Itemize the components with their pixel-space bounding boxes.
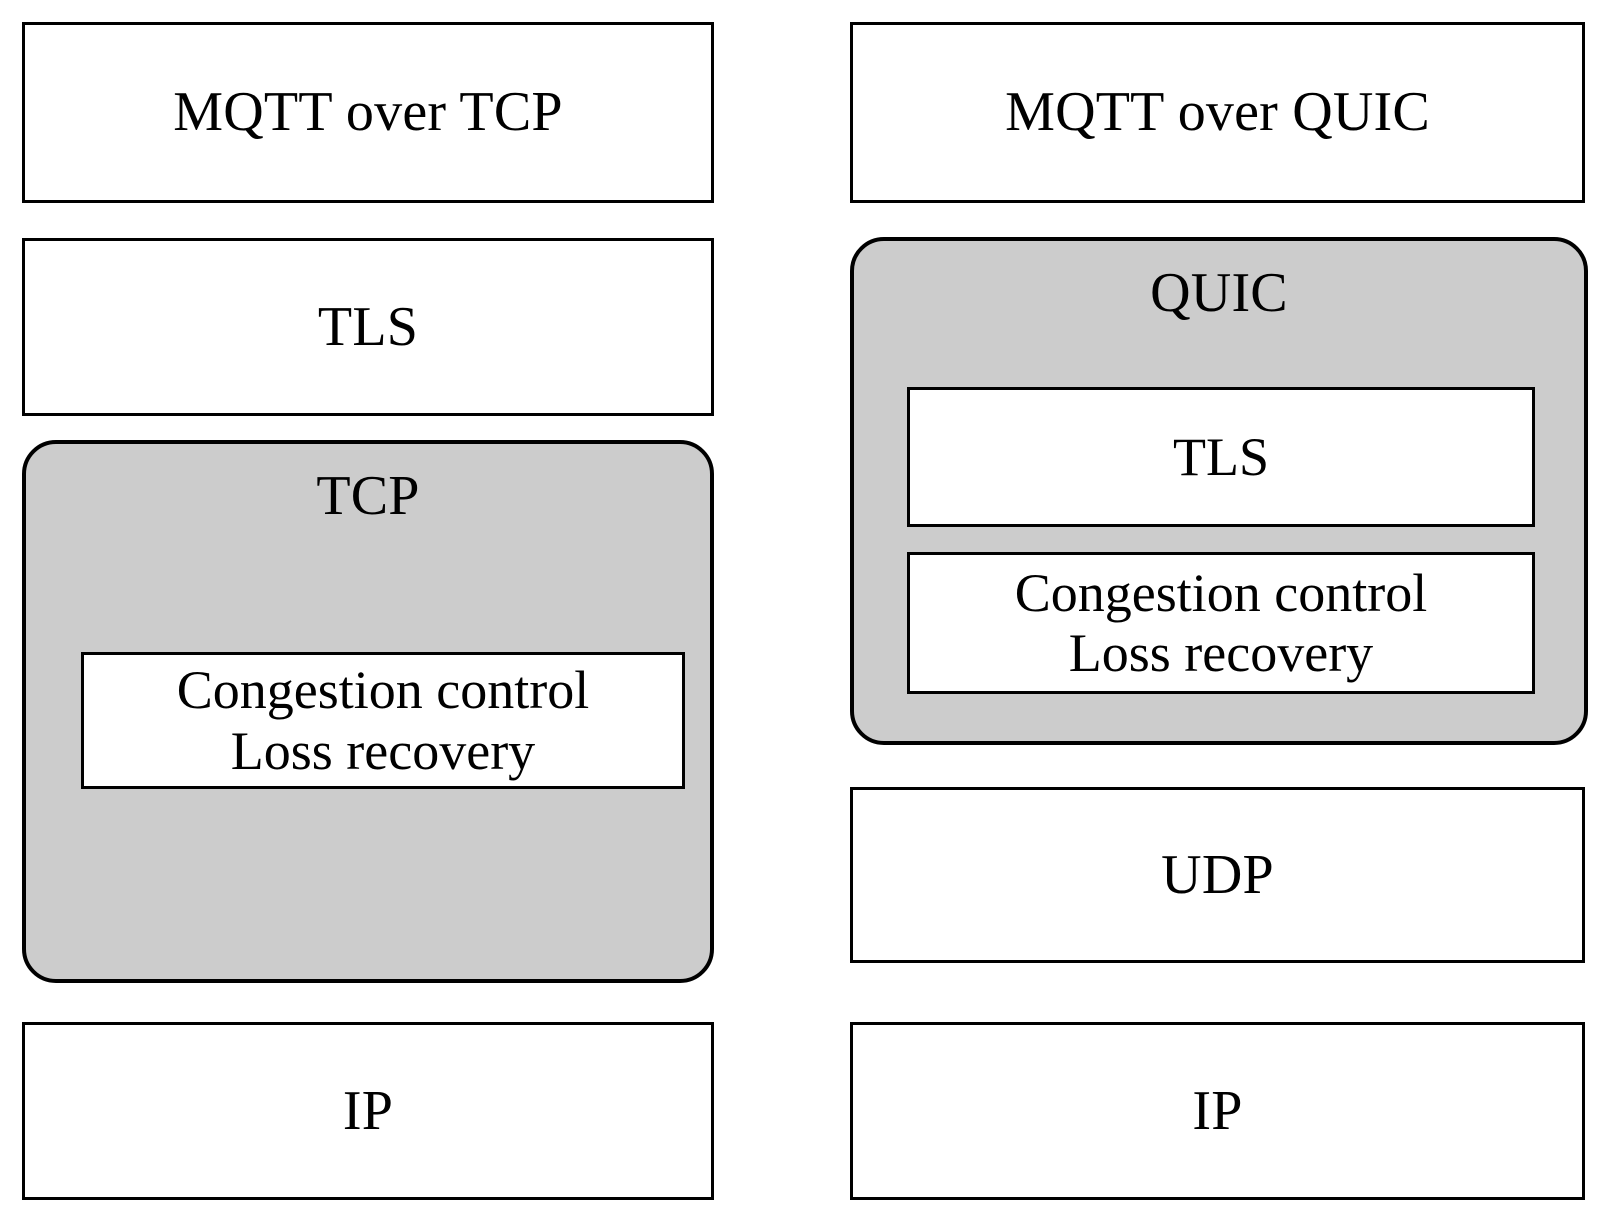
inner-label-congestion-control-loss-recovery-quic: Congestion control Loss recovery: [1014, 562, 1428, 683]
layer-box-mqtt-over-tcp: MQTT over TCP: [22, 22, 714, 203]
layer-box-udp: UDP: [850, 787, 1585, 963]
layer-label-tls-left: TLS: [317, 295, 419, 358]
layer-label-tcp: TCP: [316, 465, 420, 527]
layer-label-ip-right: IP: [1192, 1079, 1243, 1142]
layer-label-quic: QUIC: [1150, 262, 1288, 324]
layer-label-ip-left: IP: [342, 1079, 394, 1142]
layer-label-udp: UDP: [1161, 843, 1274, 906]
layer-box-ip-left: IP: [22, 1022, 714, 1200]
layer-box-tcp: TCP Congestion control Loss recovery: [22, 440, 714, 983]
inner-box-congestion-control-loss-recovery-quic: Congestion control Loss recovery: [907, 552, 1535, 694]
layer-box-tls-left: TLS: [22, 238, 714, 416]
layer-box-quic: QUIC TLS Congestion control Loss recover…: [850, 237, 1588, 745]
inner-box-congestion-control-loss-recovery-tcp: Congestion control Loss recovery: [81, 652, 685, 789]
layer-box-ip-right: IP: [850, 1022, 1585, 1200]
inner-box-tls-quic: TLS: [907, 387, 1535, 527]
quic-stack-column: MQTT over QUIC QUIC TLS Congestion contr…: [808, 0, 1616, 1228]
inner-label-congestion-control-loss-recovery-tcp: Congestion control Loss recovery: [176, 660, 590, 781]
inner-label-tls-quic: TLS: [1172, 426, 1269, 487]
layer-label-mqtt-over-quic: MQTT over QUIC: [1005, 81, 1430, 144]
layer-label-mqtt-over-tcp: MQTT over TCP: [173, 81, 563, 144]
tcp-stack-column: MQTT over TCP TLS TCP Congestion control…: [22, 22, 714, 1200]
layer-box-mqtt-over-quic: MQTT over QUIC: [850, 22, 1585, 203]
